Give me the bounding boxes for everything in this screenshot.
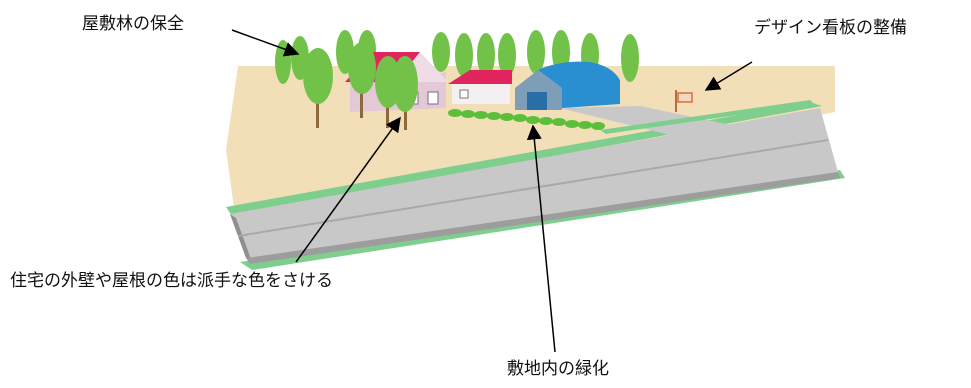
barn-door xyxy=(527,92,547,110)
tree xyxy=(348,42,376,94)
hedge xyxy=(448,109,605,130)
main-road-front xyxy=(246,172,840,264)
arrow-signboard xyxy=(704,61,753,91)
side-road-verge xyxy=(600,100,814,134)
tree xyxy=(527,30,545,74)
tree xyxy=(477,33,495,77)
signboard xyxy=(675,90,693,112)
forest-trees xyxy=(303,42,418,130)
small-house-window xyxy=(459,89,469,99)
tree xyxy=(621,34,639,82)
arrow-forest xyxy=(231,29,300,57)
arrow-greening xyxy=(526,124,556,353)
small-house xyxy=(448,70,512,104)
label-signboard: デザイン看板の整備 xyxy=(754,18,907,38)
tree xyxy=(455,33,473,77)
tree xyxy=(432,32,450,72)
house-window xyxy=(427,91,439,105)
barn-roof xyxy=(538,61,620,108)
tree xyxy=(392,56,418,112)
tree xyxy=(303,48,333,104)
barn xyxy=(515,61,620,110)
label-forest: 屋敷林の保全 xyxy=(82,14,184,34)
small-house-wall xyxy=(452,84,510,104)
arrow-house-colors xyxy=(295,116,401,263)
label-house-colors: 住宅の外壁や屋根の色は派手な色をさける xyxy=(10,271,333,291)
main-road-edge xyxy=(230,214,252,262)
tree xyxy=(498,33,516,77)
trunk xyxy=(316,88,319,128)
trunk xyxy=(404,96,407,130)
barn-front xyxy=(515,70,562,110)
small-house-roof xyxy=(448,70,512,84)
trunk xyxy=(386,90,389,128)
label-greening: 敷地内の緑化 xyxy=(507,359,609,379)
trunk xyxy=(360,80,363,118)
main-road xyxy=(230,108,838,258)
road-center-line xyxy=(237,139,829,237)
